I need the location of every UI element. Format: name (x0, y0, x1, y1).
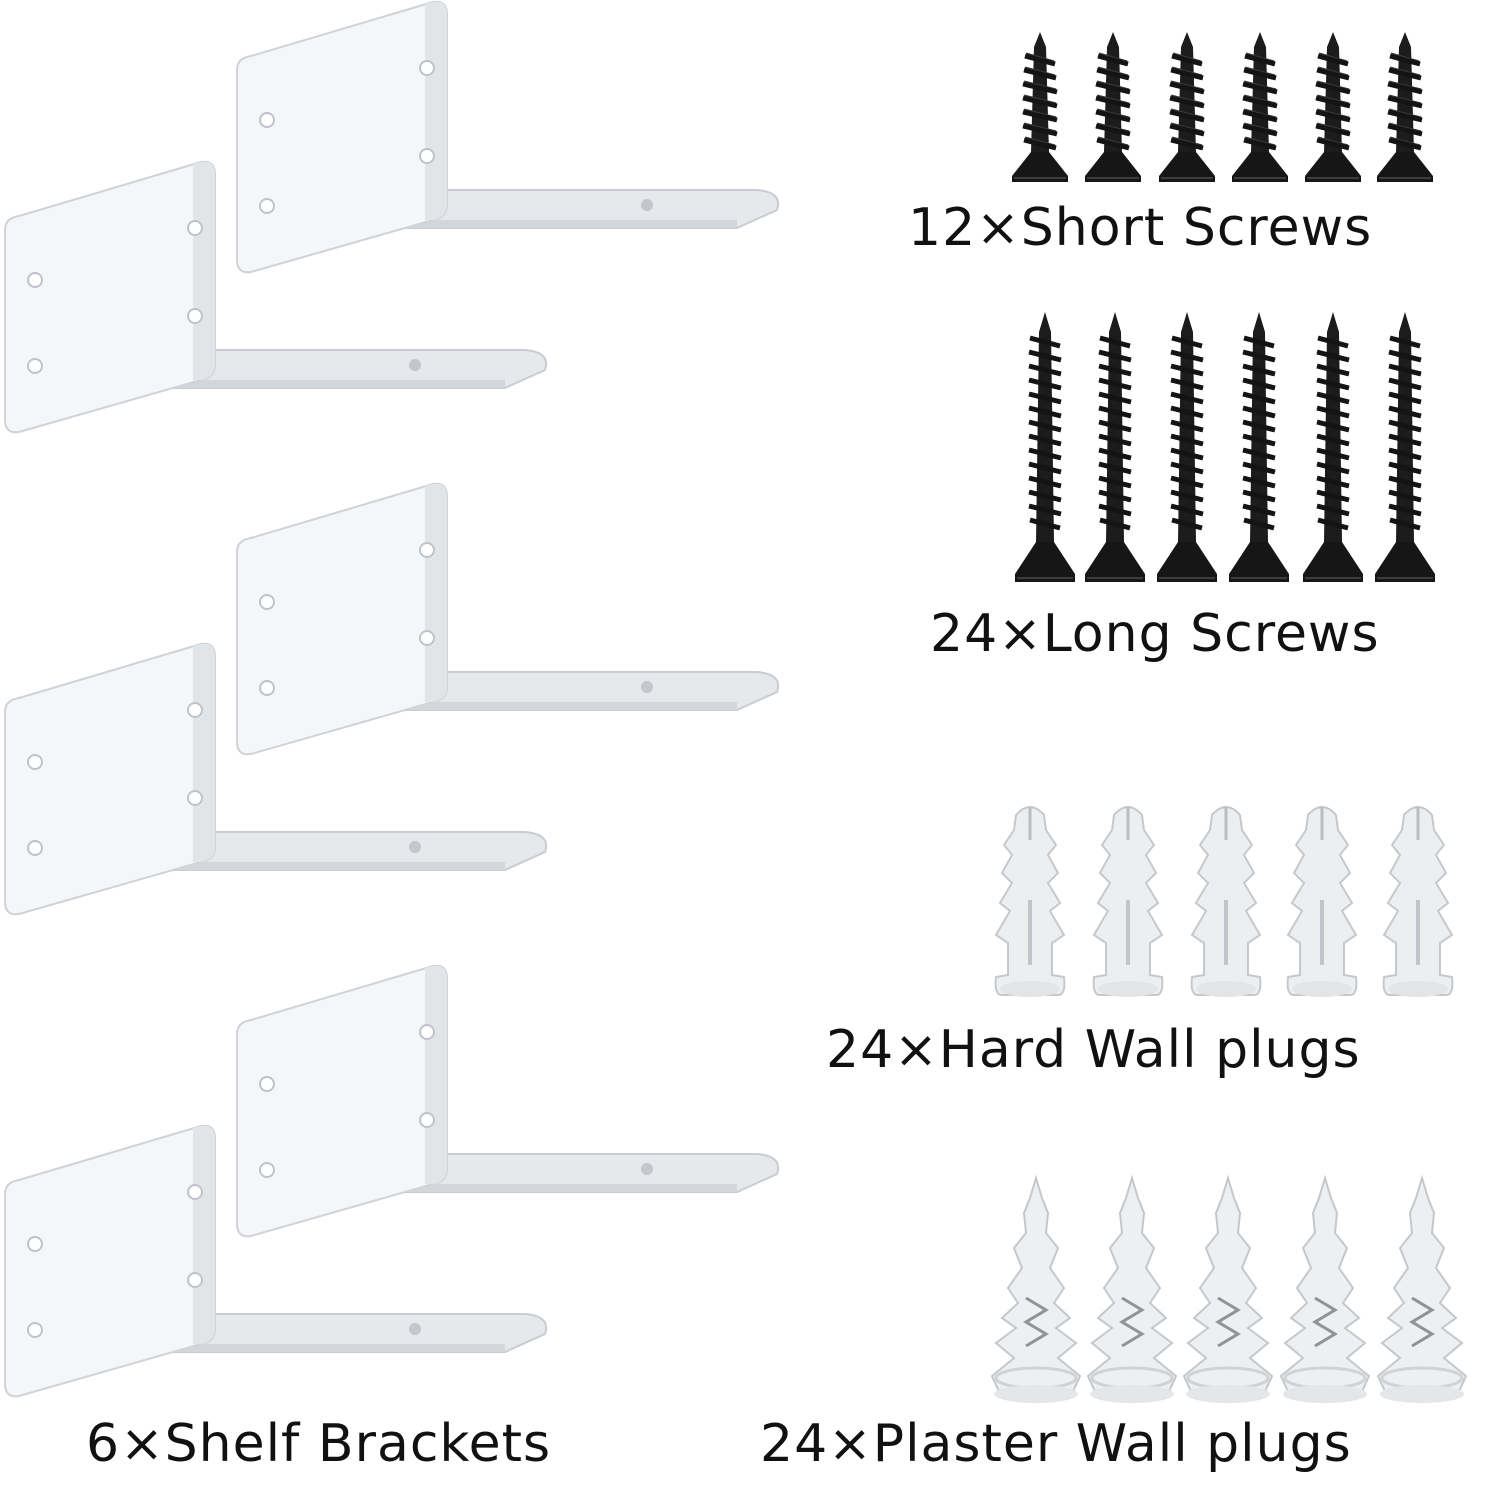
hard-wall-plug-icon (1189, 805, 1263, 999)
plaster-wall-plugs-group (990, 1176, 1468, 1405)
plaster-wall-plug-icon (990, 1176, 1082, 1405)
shelf-brackets-label: 6×Shelf Brackets (86, 1414, 552, 1474)
hard-wall-plug-icon (1091, 805, 1165, 999)
short-screw-icon (1012, 32, 1068, 182)
plaster-wall-plug-icon (1182, 1176, 1274, 1405)
long-screw-icon (1015, 312, 1075, 582)
long-screw-icon (1229, 312, 1289, 582)
hard-wall-plugs-label: 24×Hard Wall plugs (826, 1020, 1361, 1080)
long-screw-icon (1303, 312, 1363, 582)
short-screws-group (1012, 32, 1433, 182)
short-screw-icon (1377, 32, 1433, 182)
hard-wall-plugs-group (993, 805, 1455, 999)
long-screws-group (1015, 312, 1435, 582)
short-screws-label: 12×Short Screws (908, 198, 1373, 258)
shelf-bracket-icon (236, 0, 780, 274)
plaster-wall-plug-icon (1086, 1176, 1178, 1405)
short-screw-icon (1305, 32, 1361, 182)
shelf-bracket-icon (236, 482, 780, 756)
hard-wall-plug-icon (1381, 805, 1455, 999)
short-screw-icon (1232, 32, 1288, 182)
long-screw-icon (1085, 312, 1145, 582)
long-screw-icon (1157, 312, 1217, 582)
plaster-wall-plug-icon (1376, 1176, 1468, 1405)
short-screw-icon (1085, 32, 1141, 182)
shelf-bracket-icon (236, 964, 780, 1238)
plaster-wall-plug-icon (1279, 1176, 1371, 1405)
hard-wall-plug-icon (1285, 805, 1359, 999)
long-screws-label: 24×Long Screws (930, 604, 1380, 664)
hard-wall-plug-icon (993, 805, 1067, 999)
plaster-wall-plugs-label: 24×Plaster Wall plugs (760, 1414, 1352, 1474)
long-screw-icon (1375, 312, 1435, 582)
short-screw-icon (1159, 32, 1215, 182)
